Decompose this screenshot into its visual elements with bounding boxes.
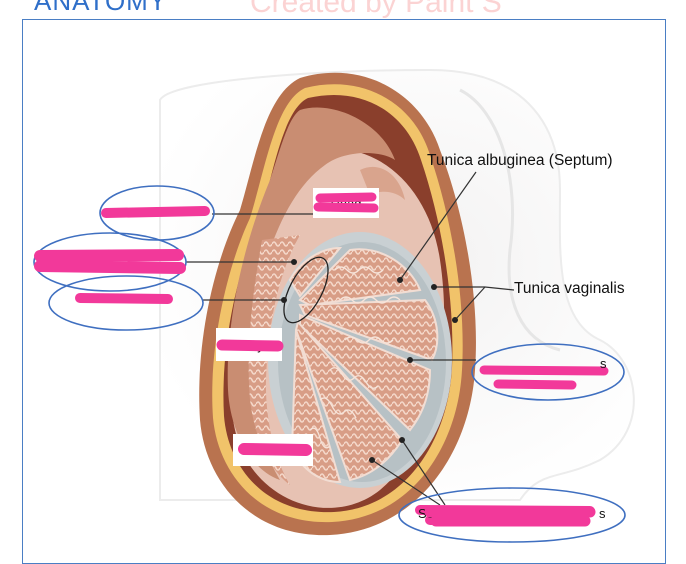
lobule-tubules <box>309 266 401 449</box>
oval-text-seminiferous: s <box>600 356 607 371</box>
epididymis-tubules <box>248 235 300 485</box>
answer-ovals <box>33 185 626 543</box>
thigh-curve <box>459 88 561 352</box>
oval-text-lobules-suffix: s <box>599 506 606 521</box>
label-tunica-albuginea: Tunica albuginea (Septum) <box>427 152 613 169</box>
watermark: Created by Paint S <box>250 0 502 19</box>
oval-vas <box>33 232 187 292</box>
label-tunica-vaginalis: Tunica vaginalis <box>514 280 625 297</box>
page-title: ANATOMY <box>34 0 168 16</box>
oval-seminiferous <box>471 343 625 401</box>
rete-testis-oval <box>283 256 329 324</box>
oval-rete <box>48 275 204 331</box>
epididymis-region <box>227 107 395 480</box>
leader-lines <box>186 171 515 506</box>
oval-lobules <box>398 487 626 543</box>
